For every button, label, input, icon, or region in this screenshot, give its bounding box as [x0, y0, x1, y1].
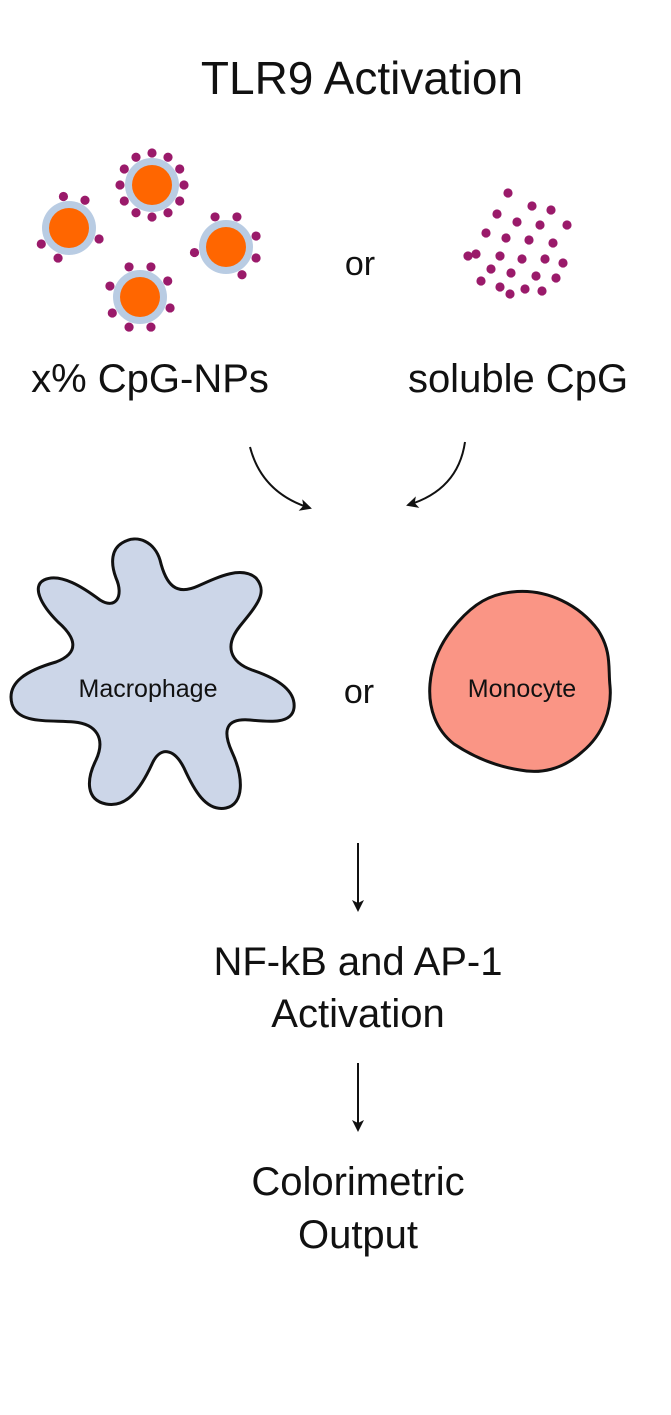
cpg-dot: [163, 152, 173, 162]
cpg-dot: [165, 303, 175, 313]
cpg-dot: [119, 196, 129, 206]
cpg-dot: [115, 180, 125, 190]
soluble-cpg-dot: [471, 249, 481, 259]
soluble-cpg-dot: [481, 228, 491, 238]
nanoparticle-core: [132, 165, 172, 205]
soluble-cpg-dot: [527, 201, 537, 211]
soluble-cpg-dot: [463, 251, 473, 261]
output-step-line2: Output: [298, 1213, 418, 1257]
soluble-cpg-dot: [501, 233, 511, 243]
soluble-cpg-dot: [495, 251, 505, 261]
cpg-dot: [146, 262, 156, 272]
soluble-cpg-label: soluble CpG: [408, 357, 628, 401]
cpg-dot: [107, 308, 117, 318]
cpg-dot: [131, 152, 141, 162]
cpg-dot: [210, 212, 220, 222]
soluble-cpg-dot: [540, 254, 550, 264]
cpg-dot: [58, 191, 69, 202]
macrophage-shape: [9, 537, 296, 810]
cpg-dot: [163, 208, 173, 218]
cpg-dot: [147, 212, 157, 222]
soluble-cpg-dot: [546, 205, 556, 215]
cells-or-label: or: [344, 673, 374, 711]
soluble-cpg-dot: [548, 238, 558, 248]
output-step-line1: Colorimetric: [251, 1160, 464, 1204]
cpg-nanoparticles-illustration: [36, 148, 261, 332]
cpg-dot: [119, 164, 129, 174]
activation-step-line1: NF-kB and AP-1: [213, 940, 502, 984]
diagram-title: TLR9 Activation: [201, 52, 523, 104]
soluble-cpg-dot: [535, 220, 545, 230]
soluble-cpg-dot: [551, 273, 561, 283]
soluble-cpg-dot: [512, 217, 522, 227]
soluble-cpg-dot: [495, 282, 505, 292]
cpg-dot: [232, 212, 242, 222]
cpg-dot: [131, 208, 141, 218]
soluble-cpg-dot: [505, 289, 515, 299]
inputs-or-label: or: [345, 245, 375, 283]
activation-step-line2: Activation: [271, 992, 444, 1036]
cpg-dot: [94, 234, 104, 244]
cpg-dot: [80, 195, 90, 205]
soluble-cpg-dot: [531, 271, 541, 281]
nanoparticle-core: [49, 208, 89, 248]
soluble-cpg-illustration: [463, 188, 572, 299]
cpg-dot: [251, 231, 261, 241]
cpg-dot: [189, 247, 200, 258]
soluble-cpg-dot: [476, 276, 486, 286]
cpg-dot: [124, 262, 134, 272]
cpg-dot: [163, 276, 173, 286]
cpg-nanoparticle: [115, 148, 189, 222]
soluble-cpg-dot: [558, 258, 568, 268]
curved-arrow-right: [406, 441, 466, 508]
cpg-dot: [251, 253, 261, 263]
cpg-dot: [146, 322, 156, 332]
cpg-dot: [124, 322, 134, 332]
curved-arrow-left: [249, 446, 312, 511]
nanoparticle-core: [206, 227, 246, 267]
soluble-cpg-dot: [520, 284, 530, 294]
cpg-nps-label: x% CpG-NPs: [31, 357, 269, 401]
soluble-cpg-dot: [506, 268, 516, 278]
macrophage-label: Macrophage: [79, 675, 218, 703]
soluble-cpg-dot: [517, 254, 527, 264]
soluble-cpg-dot: [562, 220, 572, 230]
soluble-cpg-dot: [486, 264, 496, 274]
soluble-cpg-dot: [503, 188, 513, 198]
cpg-dot: [179, 180, 189, 190]
cpg-dot: [175, 164, 185, 174]
soluble-cpg-dot: [492, 209, 502, 219]
cpg-dot: [53, 253, 63, 263]
cpg-dot: [175, 196, 185, 206]
cpg-nanoparticle: [189, 212, 261, 280]
soluble-cpg-dot: [537, 286, 547, 296]
cpg-dot: [105, 281, 115, 291]
cpg-nanoparticle: [105, 262, 175, 332]
monocyte-shape: [428, 589, 612, 773]
cpg-dot: [36, 239, 46, 249]
cpg-dot: [237, 270, 247, 280]
soluble-cpg-dot: [524, 235, 534, 245]
cpg-nanoparticle: [36, 191, 104, 263]
monocyte-label: Monocyte: [468, 675, 576, 703]
cpg-dot: [147, 148, 157, 158]
nanoparticle-core: [120, 277, 160, 317]
